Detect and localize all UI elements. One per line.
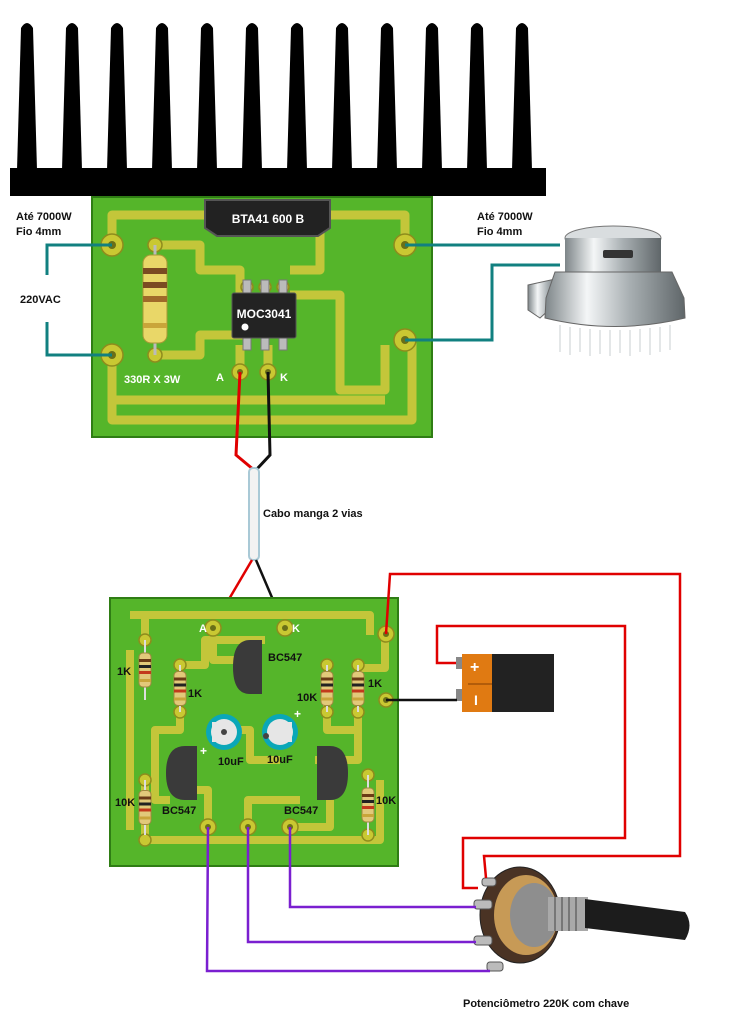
capacitors (206, 714, 298, 750)
resistor-1k-c-label: 1K (368, 678, 382, 690)
pin-k-top-label: K (280, 372, 288, 384)
heatsink (10, 23, 546, 196)
mains-wires (45, 243, 560, 357)
shower-head-icon (527, 225, 686, 356)
resistor-1k-a-label: 1K (117, 666, 131, 678)
battery-plus-label: + (470, 659, 479, 676)
optocoupler-label: MOC3041 (237, 307, 292, 321)
control-wires (205, 572, 682, 973)
battery-minus-label: I (474, 692, 478, 708)
potentiometer-label: Potenciômetro 220K com chave (463, 998, 629, 1010)
cable-label: Cabo manga 2 vias (263, 508, 363, 520)
control-board (109, 597, 399, 867)
transistor-1-label: BC547 (268, 652, 302, 664)
transistor-2-label: BC547 (162, 805, 196, 817)
transistors (166, 640, 348, 800)
resistor-10k-b-label: 10K (115, 797, 135, 809)
optocoupler-moc3041: MOC3041 (231, 279, 297, 351)
resistor-1k-b-label: 1K (188, 688, 202, 700)
left-power-label-2: Fio 4mm (16, 226, 61, 238)
right-power-label-1: Até 7000W (477, 211, 533, 223)
resistor-10k-c-label: 10K (376, 795, 396, 807)
battery-icon: + I (456, 654, 554, 712)
resistor-10k-a-label: 10K (297, 692, 317, 704)
capacitor-1-label: 10uF (218, 756, 244, 768)
transistor-3-label: BC547 (284, 805, 318, 817)
pin-k-bottom-label: K (292, 623, 300, 635)
power-resistor (142, 245, 168, 355)
triac-bta41: BTA41 600 B (204, 199, 331, 237)
resistor-power-label: 330R X 3W (124, 374, 181, 386)
capacitor-2-label: 10uF (267, 754, 293, 766)
left-power-label-1: Até 7000W (16, 211, 72, 223)
pin-a-top-label: A (216, 372, 224, 384)
right-power-label-2: Fio 4mm (477, 226, 522, 238)
capacitor-1-plus: + (200, 744, 207, 758)
capacitor-2-plus: + (294, 707, 301, 721)
triac-label: BTA41 600 B (232, 212, 305, 226)
resistors (138, 640, 375, 835)
pin-a-bottom-label: A (199, 623, 207, 635)
potentiometer-icon (473, 866, 690, 972)
mains-label: 220VAC (20, 294, 61, 306)
